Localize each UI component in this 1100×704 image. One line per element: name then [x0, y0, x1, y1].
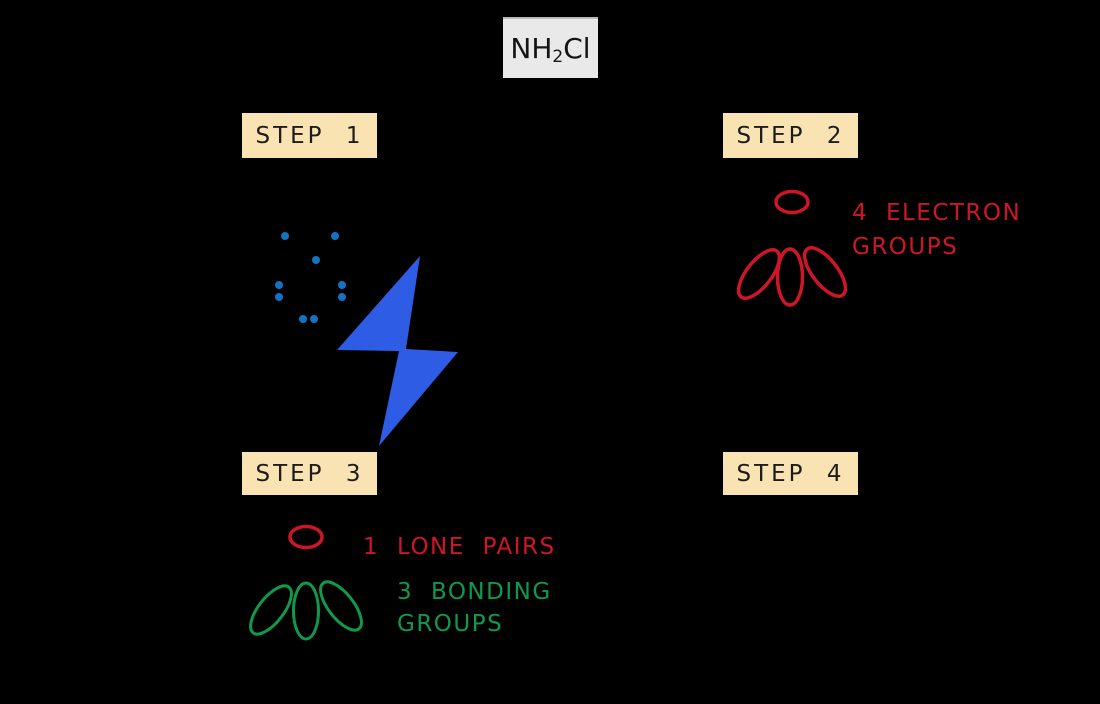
lightning-bolt-icon — [337, 256, 458, 446]
formula-subscript: 2 — [552, 46, 564, 67]
electron-dot — [275, 293, 283, 301]
electron-dot — [312, 256, 320, 264]
bonding-groups-line1: 3 BONDING — [397, 579, 552, 605]
electron-groups-line2: GROUPS — [852, 234, 959, 260]
electron-dot — [275, 281, 283, 289]
bonding-groups-annotation: 3 BONDING GROUPS — [397, 576, 552, 640]
electron-groups-ellipses — [736, 189, 848, 307]
step-4-label: STEP 4 — [723, 452, 858, 495]
electron-dot — [281, 232, 289, 240]
step-3-label: STEP 3 — [242, 452, 377, 495]
step-2-label: STEP 2 — [723, 113, 858, 158]
bonding-group-ellipse-right — [319, 580, 363, 632]
formula-base: NH — [510, 32, 553, 65]
electron-group-ellipse-left — [736, 248, 782, 300]
step-1-label: STEP 1 — [242, 113, 377, 158]
electron-groups-annotation: 4 ELECTRON GROUPS — [852, 196, 1021, 264]
electron-group-ellipse-middle — [775, 247, 805, 307]
bonding-group-ellipse-left — [249, 584, 293, 636]
bonding-groups-line2: GROUPS — [397, 611, 504, 637]
bonding-group-ellipse-middle — [292, 581, 320, 641]
electron-group-ellipse-top — [774, 189, 810, 215]
formula-rest: Cl — [563, 32, 591, 65]
lone-pair-and-bonding-ellipses — [249, 524, 363, 641]
electron-dot — [338, 293, 346, 301]
electron-dot — [310, 315, 318, 323]
electron-group-ellipse-right — [802, 246, 848, 298]
electron-dot — [331, 232, 339, 240]
electron-groups-line1: 4 ELECTRON — [852, 200, 1022, 226]
lone-pairs-annotation: 1 LONE PAIRS — [363, 534, 556, 560]
electron-dot — [338, 281, 346, 289]
lewis-electron-dots — [275, 232, 346, 323]
electron-dot — [299, 315, 307, 323]
lone-pair-ellipse — [288, 524, 324, 550]
